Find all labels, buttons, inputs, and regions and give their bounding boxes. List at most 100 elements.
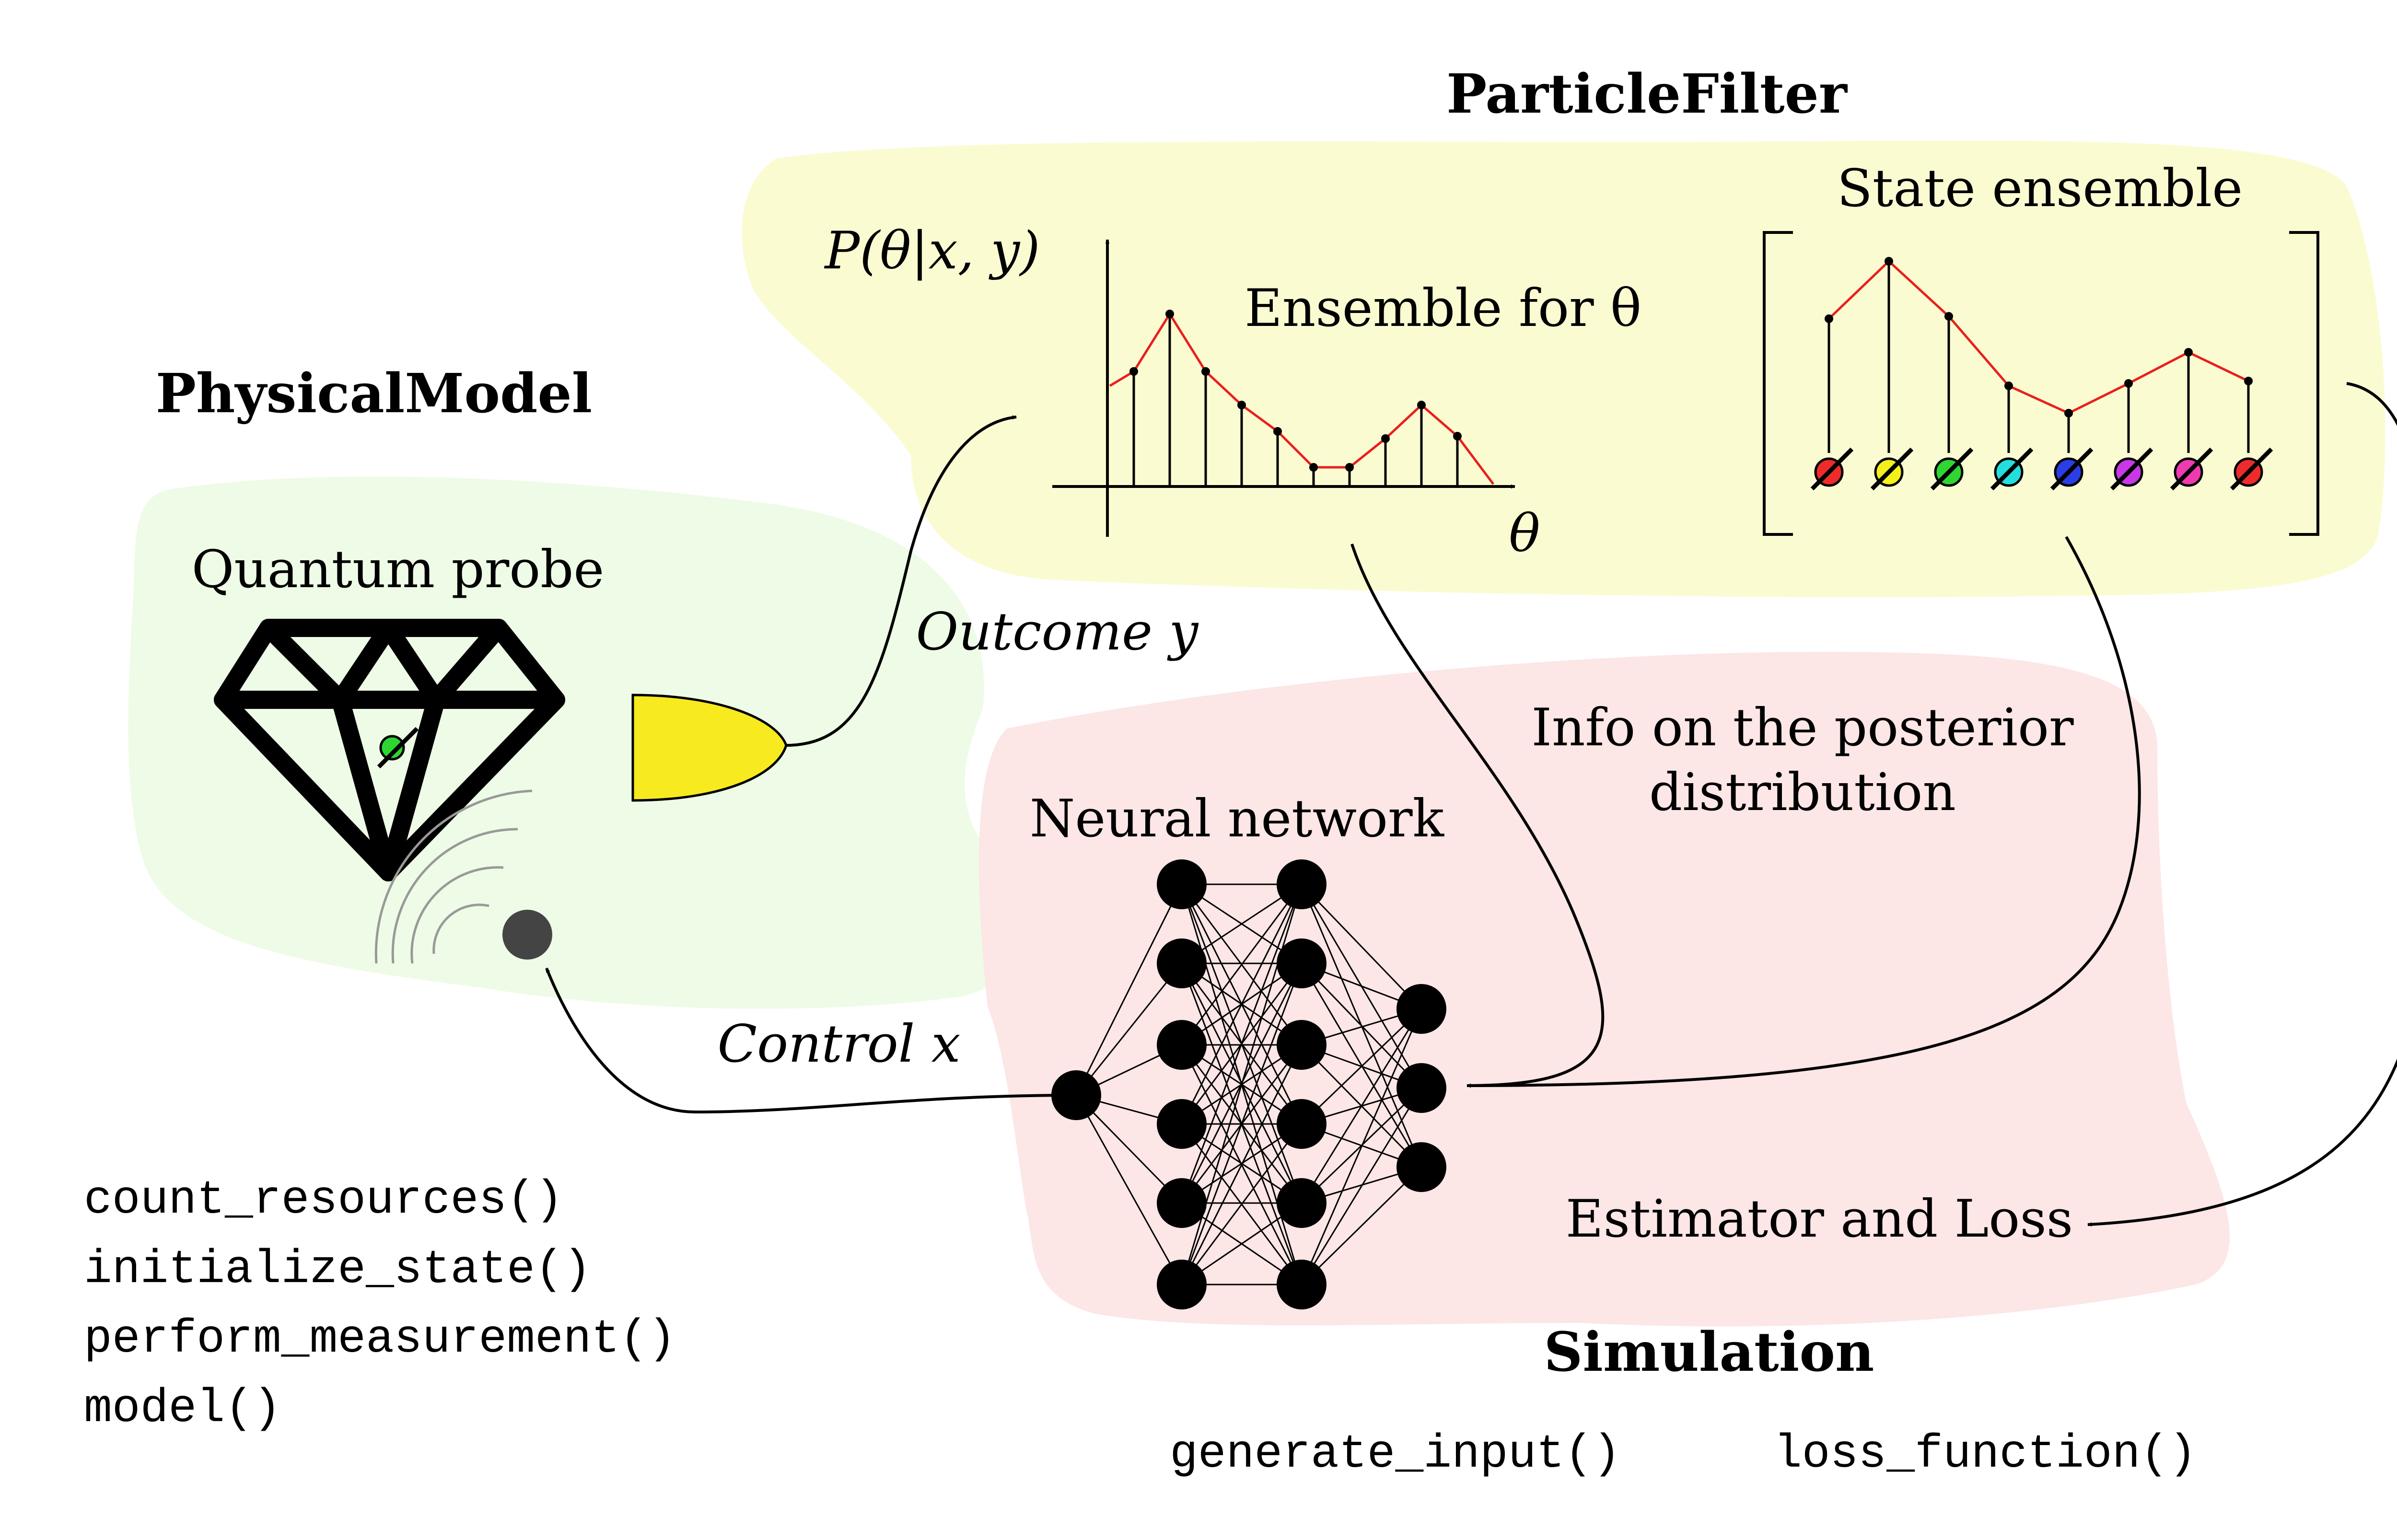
posterior-point (1345, 463, 1354, 472)
posterior-point (1129, 367, 1138, 376)
posterior-info-arrow (1350, 544, 1605, 1088)
ensemble-for-label: Ensemble for θ (1245, 278, 1641, 338)
nn-node (1157, 1020, 1207, 1070)
nn-edge (1301, 1008, 1422, 1285)
ensemble-point (2064, 409, 2073, 417)
spin-icon (2170, 447, 2213, 491)
nn-edge (1301, 1088, 1422, 1285)
spin-icon (2050, 447, 2094, 491)
posterior-curve (1109, 312, 1494, 485)
nn-node (1277, 1099, 1326, 1149)
info-label-line1: Info on the posterior (1531, 698, 2074, 758)
nn-node (1157, 859, 1207, 909)
method-model: model() (84, 1382, 281, 1436)
diamond-icon (214, 619, 565, 881)
spin-icon (1990, 447, 2034, 491)
right-bracket (2289, 231, 2319, 536)
detector-icon (631, 694, 788, 802)
method-perform-measurement: perform_measurement() (84, 1313, 676, 1366)
posterior-point (1417, 401, 1426, 409)
ensemble-point (2124, 379, 2133, 388)
nn-edge (1181, 963, 1303, 1285)
method-initialize-state: initialize_state() (84, 1243, 592, 1297)
nn-edge (1301, 1008, 1422, 1125)
physical-model-title: PhysicalModel (156, 362, 592, 425)
ensemble-point (1944, 312, 1953, 321)
nn-edge (1301, 1008, 1422, 1204)
nn-edge (1181, 884, 1303, 1204)
nn-node (1157, 1099, 1207, 1149)
simulation-region (979, 652, 2230, 1327)
spin-icon (377, 727, 419, 769)
state-ensemble-label: State ensemble (1837, 159, 2243, 219)
nn-node (1396, 1063, 1446, 1113)
nn-edge (1301, 883, 1422, 1010)
ensemble-spins (1810, 447, 2273, 491)
nn-edge (1075, 1095, 1183, 1285)
spin-icon (2110, 447, 2153, 491)
neural-network-icon (1051, 859, 1446, 1309)
ensemble-info-arrow (1466, 536, 2141, 1088)
nn-edge (1181, 1044, 1303, 1285)
ensemble-curve (1828, 259, 2249, 415)
theta-axis-label: θ (1509, 504, 1540, 564)
spin-icon (1810, 447, 1854, 491)
nn-node (1396, 984, 1446, 1034)
nn-edge (1181, 884, 1303, 1124)
left-bracket (1763, 231, 1793, 536)
posterior-points (1129, 310, 1462, 472)
nn-node (1157, 938, 1207, 988)
quantum-probe-label: Quantum probe (192, 540, 605, 600)
posterior-point (1237, 401, 1246, 409)
method-generate-input: generate_input() (1170, 1428, 1621, 1481)
control-source-icon (502, 910, 552, 960)
nn-edge (1181, 884, 1303, 1045)
estimator-loss-label: Estimator and Loss (1566, 1189, 2073, 1249)
nn-node (1157, 1178, 1207, 1228)
ensemble-stems (1827, 261, 2250, 453)
signal-waves (374, 789, 533, 964)
posterior-point (1201, 367, 1210, 376)
particle-filter-title: ParticleFilter (1446, 63, 1848, 126)
simulation-title: Simulation (1544, 1321, 1874, 1384)
physical-model-region (128, 476, 1025, 1009)
spin-icon (1870, 447, 1914, 491)
ensemble-point (2184, 348, 2193, 357)
nn-node (1396, 1142, 1446, 1192)
ensemble-point (2244, 377, 2253, 385)
nn-node (1277, 1178, 1326, 1228)
spin-icon (2230, 447, 2273, 491)
spin-icon (1930, 447, 1974, 491)
method-loss-function: loss_function() (1774, 1428, 2197, 1481)
control-arrow (545, 967, 1077, 1114)
outcome-arrow (786, 415, 1017, 747)
nn-edge (1075, 1094, 1183, 1204)
nn-node (1277, 1260, 1326, 1309)
method-count-resources: count_resources() (84, 1174, 563, 1227)
posterior-point (1165, 310, 1174, 318)
nn-edge (1075, 963, 1183, 1096)
nn-edge (1301, 962, 1422, 1089)
particle-filter-region (742, 140, 2385, 597)
ensemble-points (1825, 257, 2253, 417)
posterior-axis-label: P(θ|x, y) (824, 221, 1040, 281)
ensemble-point (2004, 382, 2013, 390)
ensemble-to-loss-arrow (2087, 382, 2397, 1227)
outcome-label: Outcome y (916, 602, 1199, 662)
nn-edge (1181, 1123, 1303, 1285)
ensemble-point (1825, 314, 1833, 323)
nn-edge (1075, 884, 1183, 1096)
posterior-point (1453, 432, 1462, 440)
posterior-point (1381, 434, 1390, 443)
posterior-point (1273, 427, 1282, 436)
nn-node (1277, 938, 1326, 988)
posterior-point (1309, 463, 1318, 472)
nn-node (1157, 1260, 1207, 1309)
nn-edge (1301, 1166, 1422, 1285)
info-label-line2: distribution (1649, 763, 1956, 822)
nn-node (1277, 859, 1326, 909)
ensemble-point (1885, 257, 1893, 266)
nn-edge (1301, 963, 1422, 1168)
control-label: Control x (717, 1014, 960, 1074)
